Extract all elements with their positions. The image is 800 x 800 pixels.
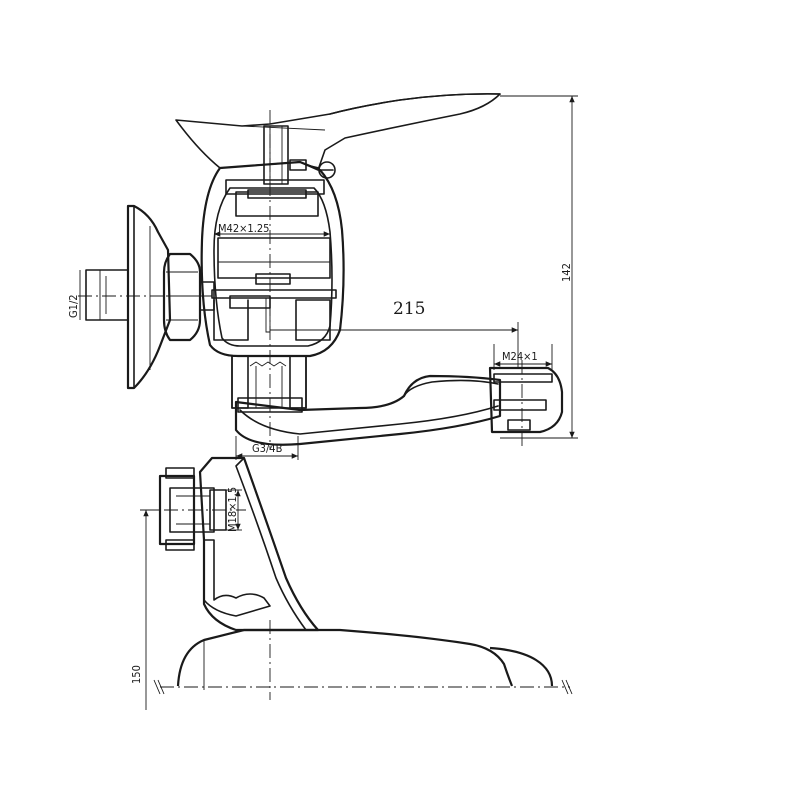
aerator-thread-label: M24×1 xyxy=(502,350,538,363)
body-thread-label: M42×1.25 xyxy=(218,222,269,235)
cartridge-nut xyxy=(225,179,325,195)
mount-height-label: 150 xyxy=(130,665,143,684)
body-front xyxy=(198,456,320,632)
spout xyxy=(234,374,502,446)
aerator xyxy=(488,366,564,434)
lever-handle xyxy=(175,93,501,171)
height-label: 142 xyxy=(560,263,573,282)
faucet-front-view: M18×1.5 150 xyxy=(130,456,573,710)
hex-nut xyxy=(162,252,202,342)
faucet-side-section: M42×1.25 G1/2 xyxy=(67,93,578,460)
inlet-thread-label: G1/2 xyxy=(67,294,80,318)
outlet-nipple xyxy=(231,355,307,409)
base-plate xyxy=(176,628,514,687)
spout-length-label: 215 xyxy=(393,299,425,319)
inlet-pipe xyxy=(85,269,129,321)
outlet-thread-label: G3/4B xyxy=(252,442,283,455)
cartridge-stem xyxy=(263,125,289,185)
faucet-body xyxy=(200,160,345,358)
side-thread-label: M18×1.5 xyxy=(226,487,239,532)
